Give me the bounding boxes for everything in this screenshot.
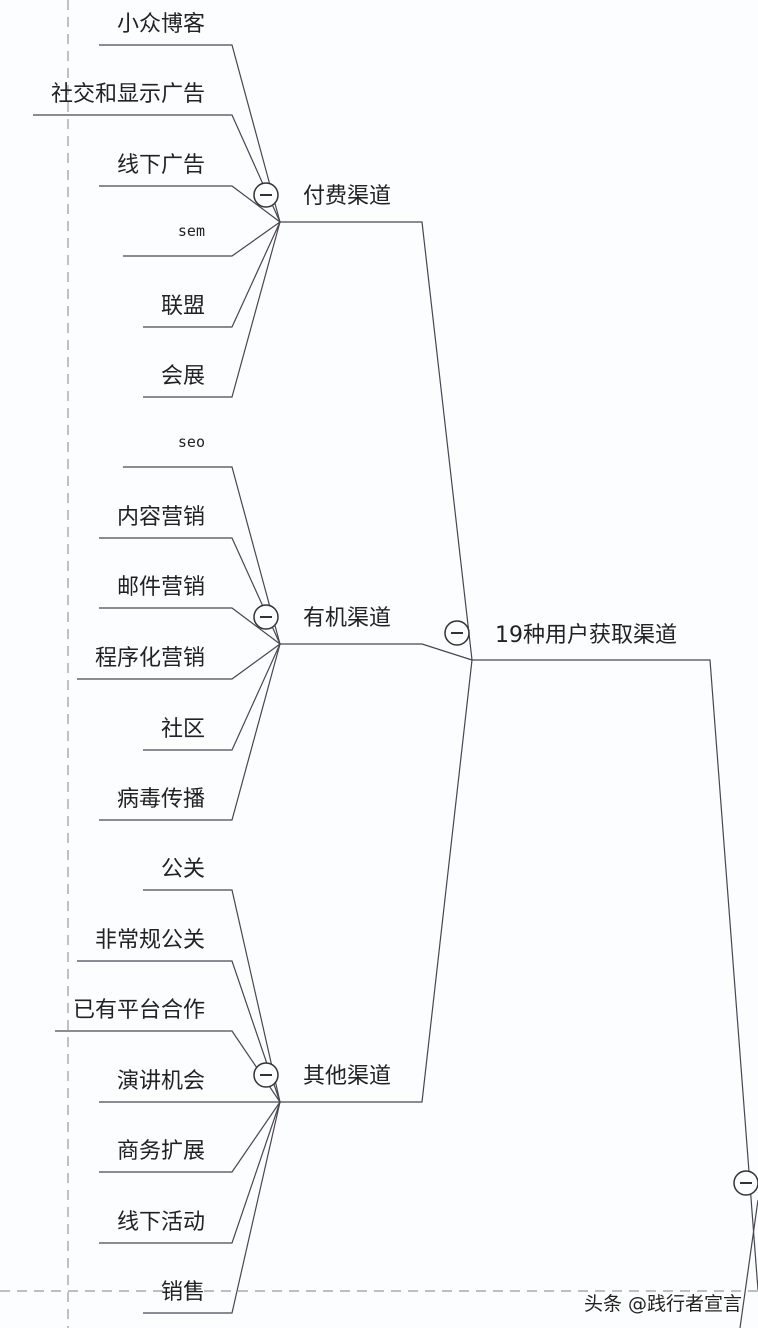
leaf-connector [76,643,281,680]
leaf-connector [98,1101,281,1244]
leaf-node-label[interactable]: seo [178,433,205,451]
leaf-node-label[interactable]: 演讲机会 [117,1069,205,1094]
leaf-connector [98,607,281,645]
leaf-node-label[interactable]: 联盟 [161,294,205,319]
collapse-toggle-icon[interactable] [444,620,470,646]
group-connector [280,643,473,661]
leaf-node-label[interactable]: 病毒传播 [117,787,205,812]
collapse-toggle-icon[interactable] [253,182,279,208]
collapse-toggle-icon[interactable] [253,1062,279,1088]
leaf-connector [98,1101,281,1173]
group-node-label[interactable]: 付费渠道 [303,184,391,209]
leaf-connector [142,221,281,328]
leaf-node-label[interactable]: 程序化营销 [95,646,205,671]
leaf-node-label[interactable]: 会展 [161,364,205,389]
leaf-node-label[interactable]: 公关 [161,857,205,882]
leaf-node-label[interactable]: 社区 [161,717,205,742]
leaf-node-label[interactable]: 线下活动 [117,1210,205,1235]
leaf-node-label[interactable]: 线下广告 [117,153,205,178]
leaf-node-label[interactable]: 销售 [161,1280,205,1305]
leaf-connector [98,44,281,223]
leaf-connector [122,466,281,645]
group-connector [280,659,473,1103]
leaf-node-label[interactable]: 社交和显示广告 [51,82,205,107]
leaf-node-label[interactable]: sem [178,222,205,240]
parent-connector [739,1199,758,1328]
group-node-label[interactable]: 其他渠道 [303,1064,391,1089]
leaf-connector [142,643,281,751]
root-node-label[interactable]: 19种用户获取渠道 [495,623,677,648]
leaf-connector [98,643,281,821]
leaf-node-label[interactable]: 商务扩展 [117,1139,205,1164]
leaf-node-label[interactable]: 已有平台合作 [73,998,205,1023]
leaf-node-label[interactable]: 小众博客 [117,12,205,37]
leaf-connector [142,221,281,398]
root-connector [472,659,758,1291]
watermark: 头条 @践行者宣言 [583,1293,742,1315]
leaf-connector [122,221,281,257]
group-node-label[interactable]: 有机渠道 [303,606,391,631]
group-connector [280,221,473,661]
leaf-node-label[interactable]: 邮件营销 [117,575,205,600]
leaf-node-label[interactable]: 内容营销 [117,505,205,530]
leaf-connector [142,1101,281,1314]
collapse-toggle-icon[interactable] [733,1170,758,1196]
leaf-connector [98,185,281,223]
collapse-toggle-icon[interactable] [253,604,279,630]
leaf-node-label[interactable]: 非常规公关 [95,928,205,953]
leaf-connector [142,889,281,1103]
leaf-connector [76,960,281,1103]
